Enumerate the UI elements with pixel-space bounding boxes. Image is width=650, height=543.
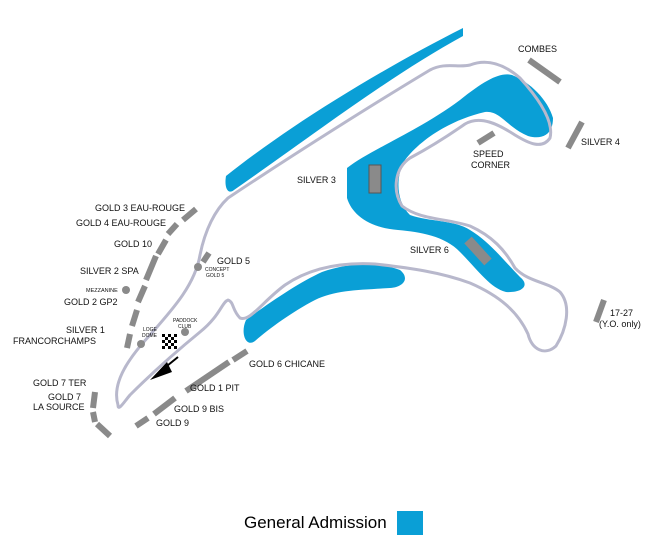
stand-gold2[interactable]: [135, 284, 148, 304]
concept-gold5-marker[interactable]: [194, 263, 202, 271]
checkered-flag-icon: [162, 334, 177, 349]
stand-gold9[interactable]: [134, 415, 150, 429]
ga-zone-raidillon[interactable]: [243, 264, 405, 343]
stand-1727[interactable]: [593, 298, 607, 324]
race-direction-arrow-icon: [150, 356, 179, 380]
label-silver6: SILVER 6: [410, 245, 449, 255]
label-concept-2: GOLD 5: [206, 273, 225, 279]
stand-silver4[interactable]: [565, 120, 585, 150]
label-francorchamps: FRANCORCHAMPS: [13, 336, 96, 346]
label-gold2: GOLD 2 GP2: [64, 297, 118, 307]
ga-zone-kemmel[interactable]: [225, 28, 463, 192]
stand-gold9bis[interactable]: [152, 395, 177, 417]
label-gold6: GOLD 6 CHICANE: [249, 359, 325, 369]
label-1727: 17-27: [610, 308, 633, 318]
label-silver2: SILVER 2 SPA: [80, 266, 139, 276]
label-paddock-2: CLUB: [178, 324, 192, 330]
stand-gold10[interactable]: [155, 238, 169, 256]
label-gold9bis: GOLD 9 BIS: [174, 404, 224, 414]
legend: General Admission: [244, 510, 423, 536]
ga-zone-bruxelles[interactable]: [347, 74, 553, 293]
label-gold10: GOLD 10: [114, 239, 152, 249]
label-gold7ter: GOLD 7 TER: [33, 378, 87, 388]
label-gold1: GOLD 1 PIT: [190, 383, 240, 393]
label-silver1: SILVER 1: [66, 325, 105, 335]
label-loge-1: LOGE: [143, 327, 158, 333]
label-silver4: SILVER 4: [581, 137, 620, 147]
stand-gold5[interactable]: [200, 251, 212, 264]
stand-speed-corner[interactable]: [476, 130, 496, 146]
loge-dome-marker[interactable]: [137, 340, 145, 348]
stand-gold1[interactable]: [184, 359, 231, 394]
race-track: [115, 60, 569, 409]
stand-silver6[interactable]: [464, 236, 492, 266]
label-mezzanine: MEZZANINE: [86, 288, 118, 294]
paddock-club-marker[interactable]: [181, 328, 189, 336]
label-speed-corner-1: SPEED: [473, 149, 504, 159]
label-gold4: GOLD 4 EAU-ROUGE: [76, 218, 166, 228]
label-loge-2: DOME: [142, 333, 158, 339]
stand-gold7ter[interactable]: [90, 391, 98, 409]
label-la-source: LA SOURCE: [33, 402, 85, 412]
label-speed-corner-2: CORNER: [471, 160, 511, 170]
label-yo-only: (Y.O. only): [599, 319, 641, 329]
mezzanine-marker[interactable]: [122, 286, 130, 294]
stand-la-source[interactable]: [94, 421, 113, 439]
legend-label: General Admission: [244, 513, 387, 532]
stand-silver3[interactable]: [368, 164, 382, 194]
circuit-map: COMBES SILVER 4 SPEED CORNER SILVER 3 SI…: [13, 28, 641, 439]
stand-gold7[interactable]: [90, 411, 98, 423]
stand-combes[interactable]: [527, 57, 562, 85]
stand-francorchamps[interactable]: [124, 333, 133, 349]
label-gold9: GOLD 9: [156, 418, 189, 428]
stand-silver1[interactable]: [129, 309, 140, 327]
general-admission-swatch-icon: [396, 511, 423, 535]
stand-silver2[interactable]: [143, 254, 159, 282]
label-paddock-1: PADDOCK: [173, 318, 198, 324]
label-silver3: SILVER 3: [297, 175, 336, 185]
label-combes: COMBES: [518, 44, 557, 54]
stand-gold3[interactable]: [181, 206, 198, 223]
label-gold7: GOLD 7: [48, 392, 81, 402]
label-gold3: GOLD 3 EAU-ROUGE: [95, 203, 185, 213]
label-concept-1: CONCEPT: [205, 267, 229, 273]
stand-gold6[interactable]: [231, 348, 249, 363]
label-gold5: GOLD 5: [217, 256, 250, 266]
stand-gold4[interactable]: [165, 221, 180, 237]
